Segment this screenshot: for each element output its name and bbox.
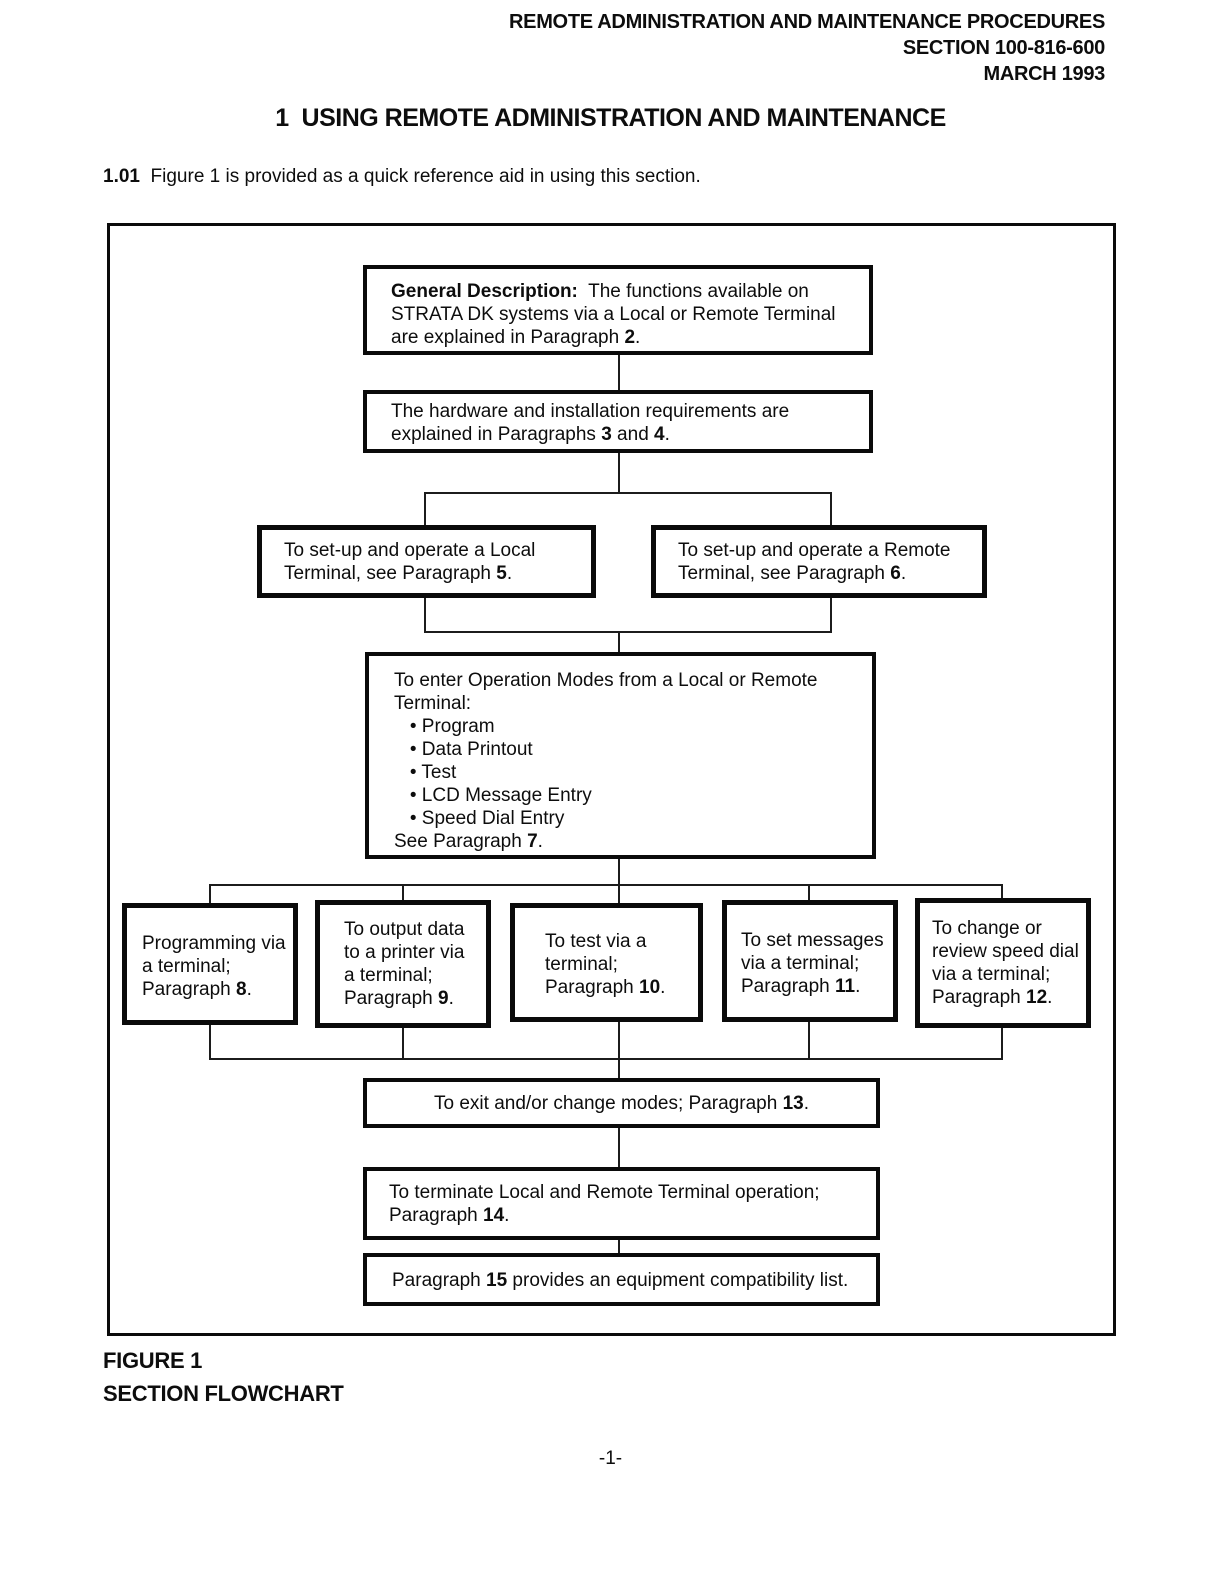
- connector-drop-output: [402, 884, 404, 900]
- flow-box-compatibility-list: Paragraph 15 provides an equipment compa…: [363, 1253, 880, 1306]
- document-header: REMOTE ADMINISTRATION AND MAINTENANCE PR…: [509, 11, 1105, 85]
- connector-split-horizontal: [424, 492, 832, 494]
- connector-terminate-to-compat: [618, 1240, 620, 1253]
- flow-box-exit-change-modes: To exit and/or change modes; Paragraph 1…: [363, 1078, 880, 1128]
- connector-drop-programming: [209, 884, 211, 903]
- connector-fanout-horizontal: [209, 884, 1003, 886]
- section-title: 1 USING REMOTE ADMINISTRATION AND MAINTE…: [275, 104, 946, 132]
- flowchart-frame: [107, 223, 1116, 1336]
- flow-box-operation-modes: To enter Operation Modes from a Local or…: [365, 652, 876, 859]
- connector-output-down: [402, 1028, 404, 1058]
- connector-speed-dial-down: [1001, 1028, 1003, 1058]
- connector-drop-local: [424, 492, 426, 525]
- connector-drop-test: [618, 884, 620, 903]
- flow-box-terminate-operation: To terminate Local and Remote Terminal o…: [363, 1167, 880, 1240]
- intro-paragraph: 1.01 Figure 1 is provided as a quick ref…: [103, 166, 701, 187]
- connector-drop-messages: [808, 884, 810, 900]
- connector-merge-horizontal: [424, 631, 832, 633]
- connector-merge-to-modes: [618, 631, 620, 652]
- connector-test-down: [618, 1022, 620, 1078]
- connector-general-to-hardware: [618, 355, 620, 390]
- connector-hardware-down: [618, 453, 620, 492]
- page-number: -1-: [598, 1448, 623, 1469]
- connector-modes-down: [618, 859, 620, 884]
- connector-remote-down: [830, 598, 832, 631]
- connector-messages-down: [808, 1022, 810, 1058]
- connector-drop-remote: [830, 492, 832, 525]
- connector-fanin-horizontal: [209, 1058, 1003, 1060]
- connector-drop-speed-dial: [1001, 884, 1003, 898]
- flow-box-hardware-requirements: The hardware and installation requiremen…: [363, 390, 873, 453]
- connector-exit-to-terminate: [618, 1128, 620, 1167]
- connector-programming-down: [209, 1025, 211, 1058]
- connector-local-down: [424, 598, 426, 631]
- flow-box-general-description: General Description: The functions avail…: [363, 265, 873, 355]
